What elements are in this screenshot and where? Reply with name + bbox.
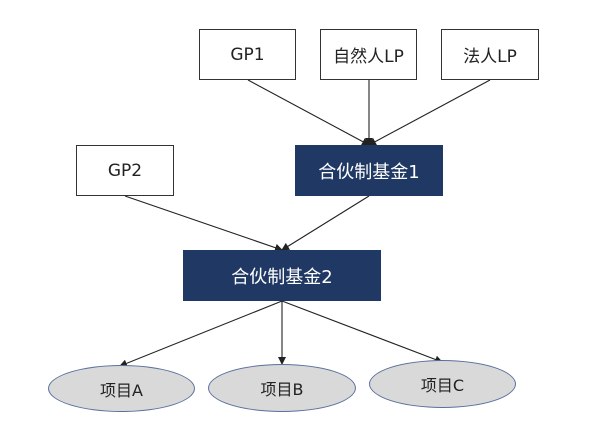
node-gp1-label: GP1 — [230, 44, 265, 65]
node-gp2-label: GP2 — [107, 160, 143, 181]
edge-gp1-to-fund1 — [247, 79, 370, 146]
node-project-c: 项目C — [369, 360, 516, 408]
node-natural-lp-label: 自然人LP — [333, 47, 404, 67]
node-fund2-label: 合伙制基金2 — [231, 266, 333, 288]
node-project-c-label: 项目C — [420, 376, 465, 395]
edge-gp2-to-fund2 — [124, 195, 283, 252]
node-fund2: 合伙制基金2 — [183, 250, 381, 301]
edge-fund2-to-project-a — [119, 300, 283, 368]
edge-fund2-to-project-c — [281, 300, 443, 364]
node-natural-lp: 自然人LP — [320, 29, 417, 80]
node-project-a: 项目A — [48, 365, 195, 412]
edge-legal-lp-to-fund1 — [368, 79, 491, 146]
node-gp1: GP1 — [199, 29, 296, 80]
node-project-b-label: 项目B — [260, 380, 304, 399]
node-legal-lp: 法人LP — [441, 29, 539, 80]
node-legal-lp-label: 法人LP — [463, 47, 517, 67]
node-project-b: 项目B — [208, 364, 356, 412]
node-fund1-label: 合伙制基金1 — [318, 161, 420, 183]
node-fund1: 合伙制基金1 — [295, 145, 443, 196]
edge-fund1-to-fund2 — [281, 195, 370, 251]
node-project-a-label: 项目A — [100, 380, 143, 400]
node-gp2: GP2 — [76, 145, 174, 196]
